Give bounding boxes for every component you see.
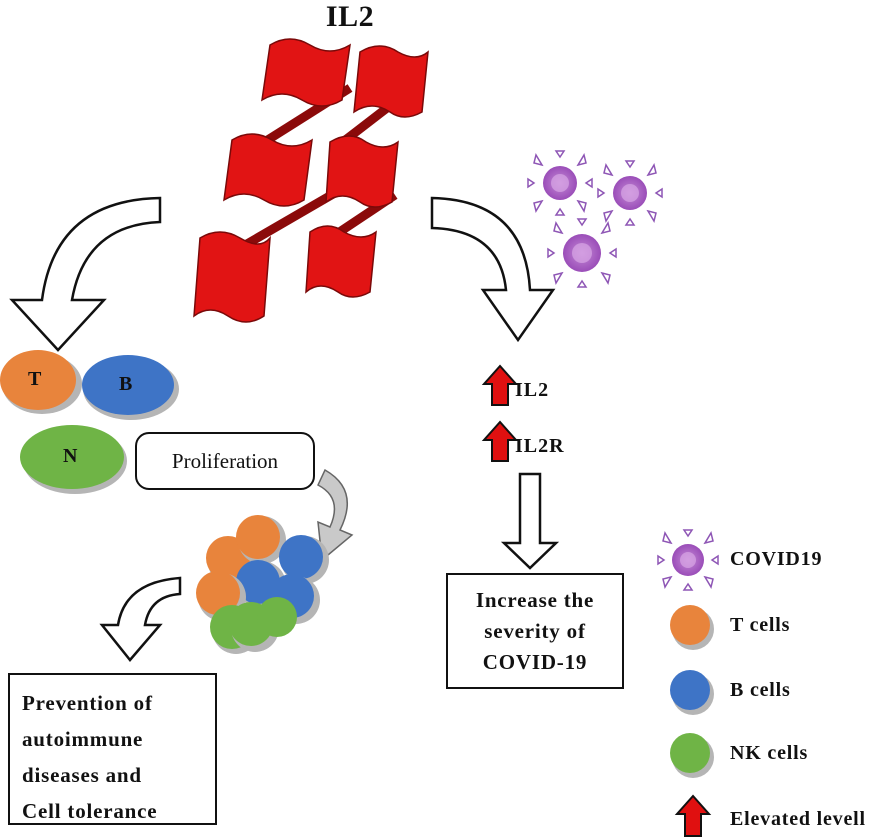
prevention-line-1: Prevention of: [22, 691, 153, 715]
legend-b-cells-label: B cells: [730, 679, 791, 701]
legend-icons: [657, 529, 719, 837]
down-arrow: [500, 472, 560, 570]
t-cell-label: T: [28, 368, 43, 390]
blue-cell-icon: [670, 670, 710, 710]
nk-cell-label: N: [63, 445, 79, 467]
virus-icon: [597, 160, 663, 226]
legend-covid19-label: COVID19: [730, 548, 823, 570]
proliferation-box: Proliferation: [135, 432, 315, 490]
virus-group: [527, 150, 663, 288]
orange-cell-icon: [670, 605, 710, 645]
proliferation-label: Proliferation: [171, 448, 279, 473]
red-up-arrow-icon: [674, 794, 712, 837]
virus-icon: [527, 150, 593, 216]
legend-elevated-label: Elevated levell: [730, 808, 866, 830]
legend-nk-cells-label: NK cells: [730, 742, 809, 764]
prevention-line-3: diseases and: [22, 763, 142, 787]
il2-protein-structure: [193, 38, 429, 323]
virus-icon: [547, 218, 617, 288]
nk-cell: [20, 425, 124, 489]
il2r-elevated-arrow: [481, 420, 519, 462]
severity-box: Increase the severity of COVID-19: [446, 573, 624, 689]
prevention-line-2: autoimmune: [22, 727, 144, 751]
t-cell: [0, 350, 76, 410]
b-cell: [82, 355, 174, 415]
il2-elevated-arrow: [481, 364, 519, 406]
small-curved-arrow: [99, 576, 182, 662]
cell-cluster: [196, 515, 329, 654]
right-curved-arrow: [430, 196, 556, 343]
severity-line-2: severity of: [484, 619, 586, 643]
severity-line-3: COVID-19: [482, 650, 588, 674]
severity-line-1: Increase the: [475, 588, 595, 612]
virus-icon: [657, 529, 719, 591]
green-cell-icon: [670, 733, 710, 773]
il2r-marker-label: IL2R: [515, 435, 565, 457]
prevention-line-4: Cell tolerance: [22, 799, 158, 823]
legend-t-cells-label: T cells: [730, 614, 791, 636]
b-cell-label: B: [119, 373, 134, 395]
il2-marker-label: IL2: [515, 379, 550, 401]
prevention-box: Prevention of autoimmune diseases and Ce…: [8, 673, 217, 825]
left-curved-arrow: [9, 196, 162, 352]
diagram-title: IL2: [325, 0, 375, 33]
